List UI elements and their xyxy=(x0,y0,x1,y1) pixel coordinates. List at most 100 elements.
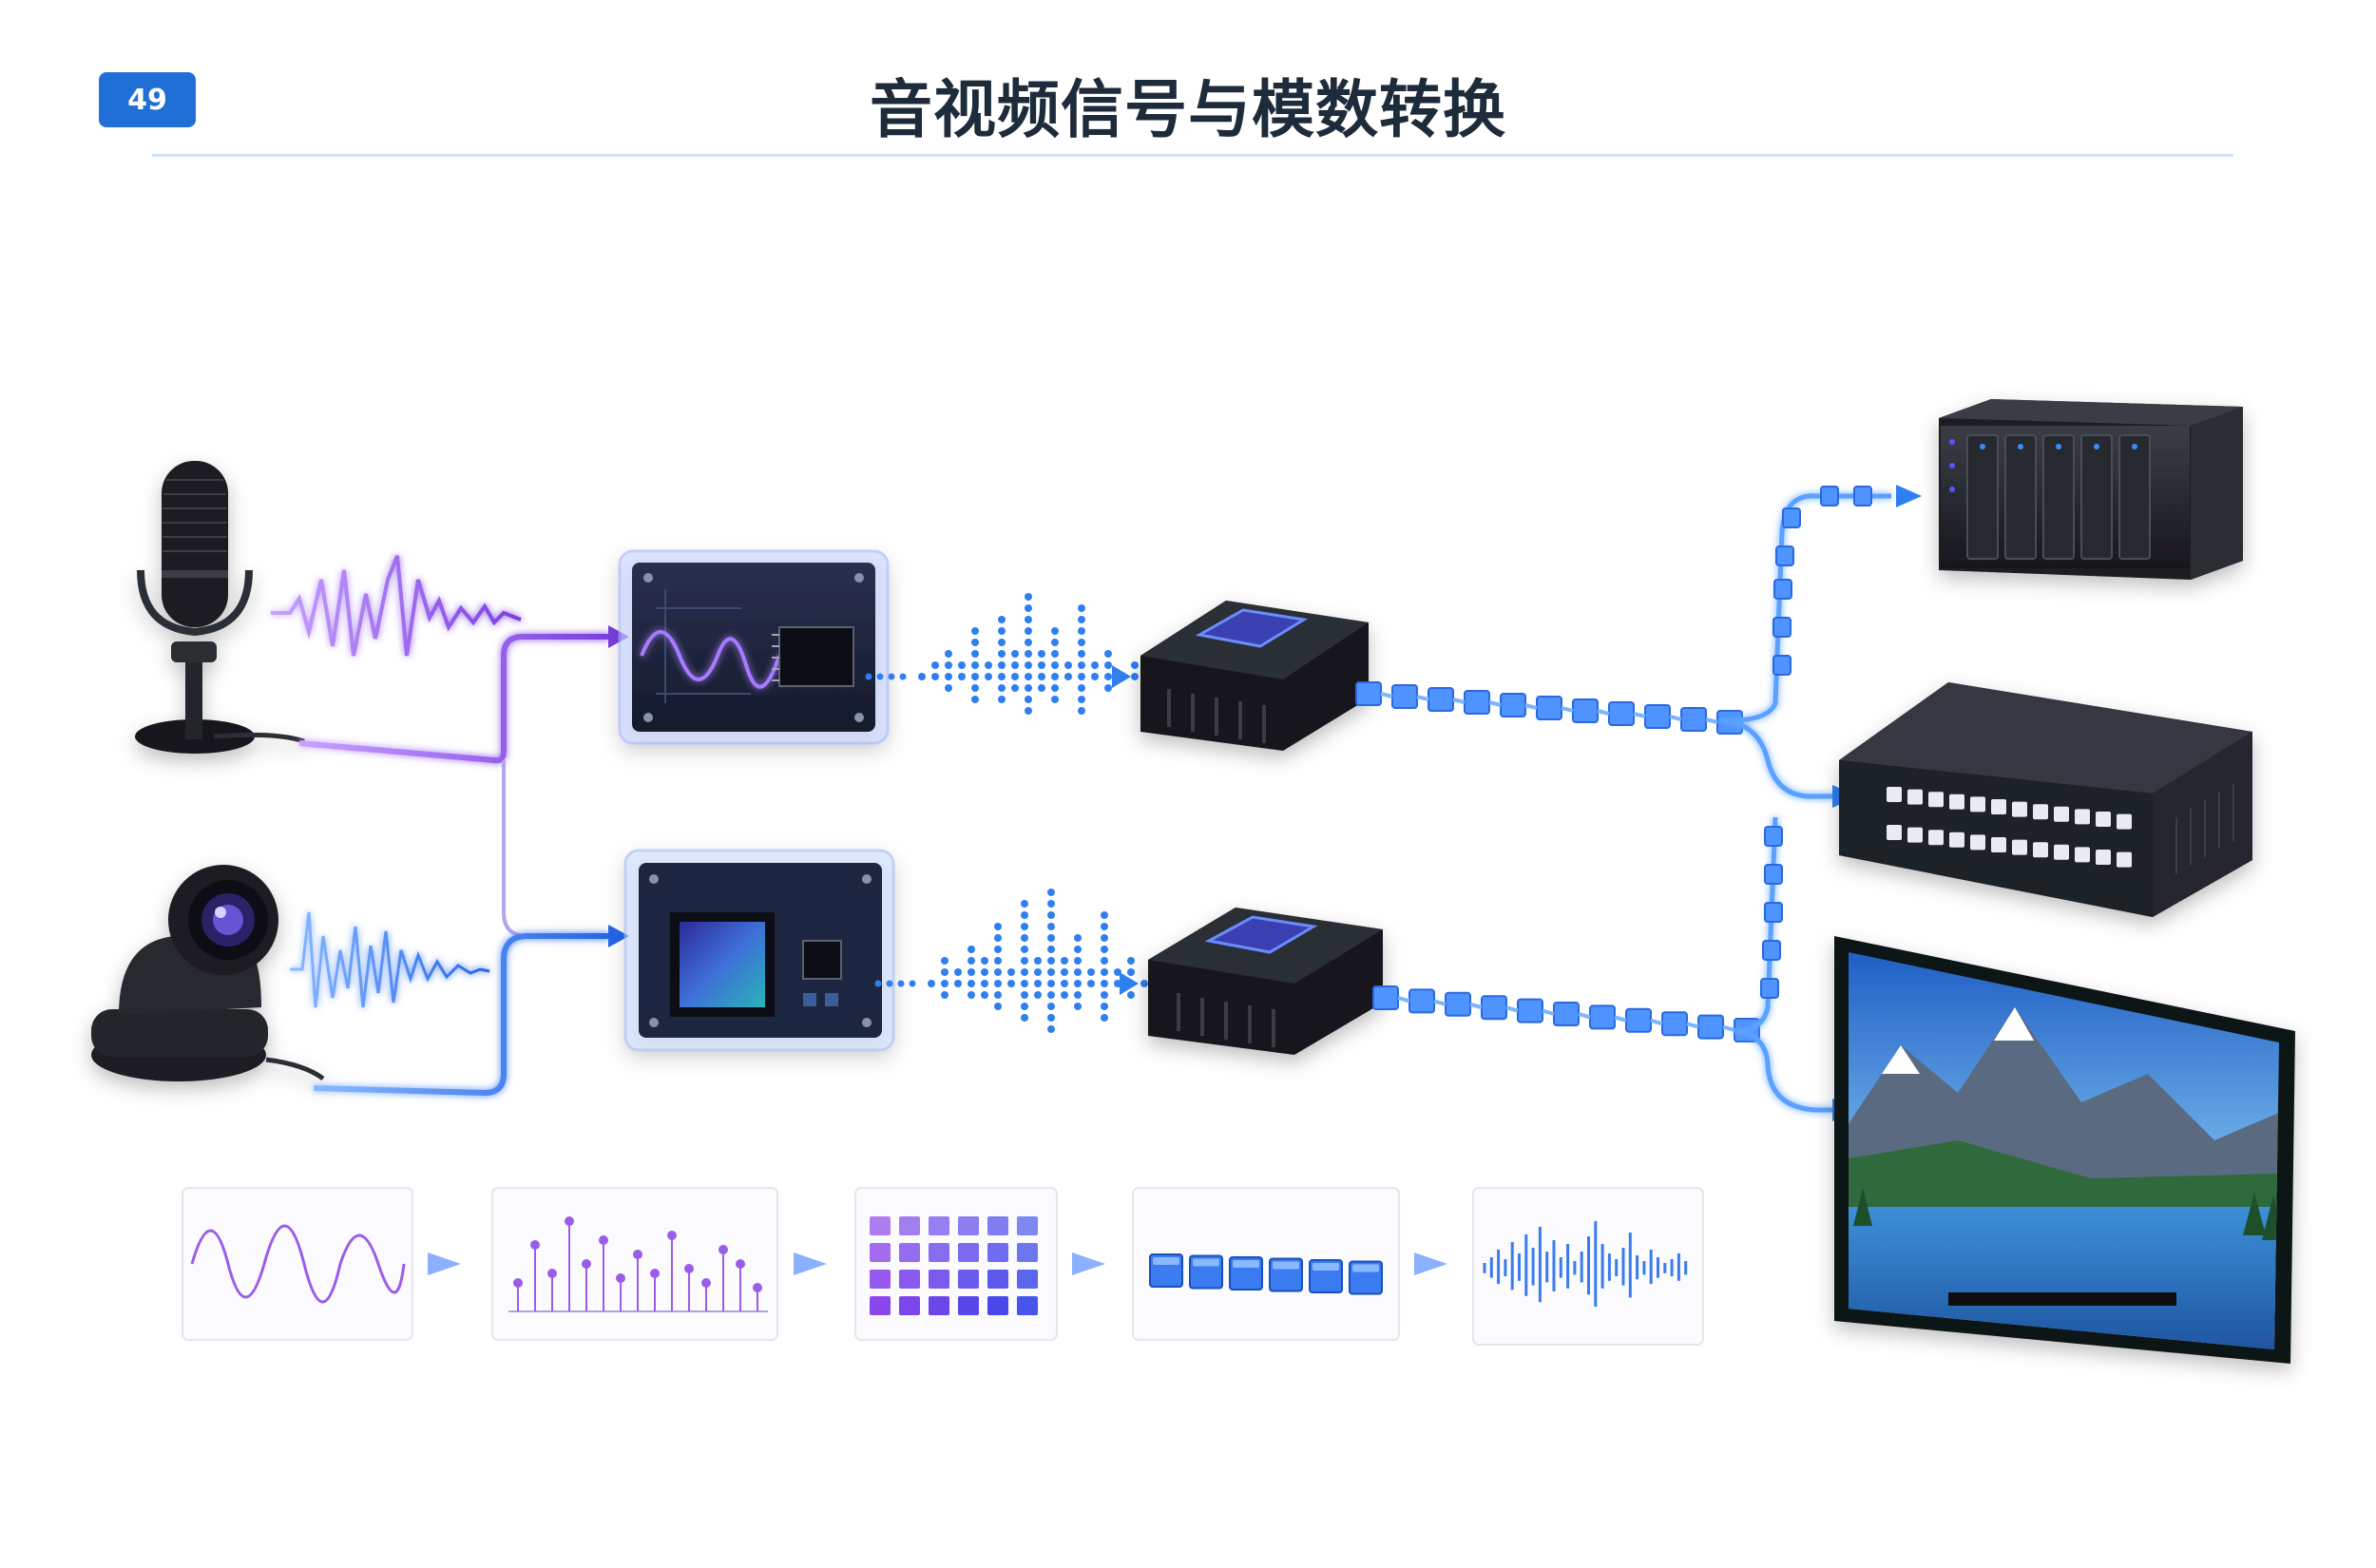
switcher-button xyxy=(2012,801,2027,817)
sample-dot xyxy=(888,673,895,680)
sample-dot xyxy=(1011,673,1019,680)
packet-link xyxy=(1433,999,1447,1006)
sample-dot xyxy=(1078,650,1085,658)
packet-link xyxy=(1416,695,1429,701)
sample-dot xyxy=(1047,889,1055,896)
audio-sampled-signal xyxy=(865,593,1152,715)
page-number-badge: 49 xyxy=(99,72,196,127)
sample-point xyxy=(599,1235,608,1245)
sample-dot xyxy=(1078,673,1085,680)
quantized-cell xyxy=(987,1243,1008,1262)
sample-dot xyxy=(971,661,979,669)
quantized-cell xyxy=(870,1270,891,1289)
switcher-button xyxy=(1991,837,2006,852)
sample-point xyxy=(701,1278,711,1288)
sample-dot xyxy=(1104,650,1112,658)
sample-dot xyxy=(994,946,1002,953)
sample-dot xyxy=(981,968,988,976)
sample-dot xyxy=(1021,900,1028,908)
sample-dot xyxy=(1025,673,1032,680)
data-packet xyxy=(1481,995,1507,1021)
sample-dot xyxy=(1131,661,1139,669)
block-highlight xyxy=(1153,1257,1179,1265)
sample-dot xyxy=(1047,957,1055,965)
switcher-button xyxy=(2075,809,2090,825)
sample-dot xyxy=(1025,593,1032,601)
sample-point xyxy=(667,1231,677,1240)
sample-dot xyxy=(1101,1003,1108,1010)
data-packet xyxy=(1697,1014,1724,1040)
sample-dot xyxy=(1047,900,1055,908)
sample-dot xyxy=(971,639,979,646)
sample-dot xyxy=(1104,673,1112,680)
route-packet xyxy=(1772,655,1792,676)
quantized-cell xyxy=(870,1216,891,1235)
digital-signal-step xyxy=(1472,1187,1704,1346)
sample-point xyxy=(513,1278,523,1288)
sample-dot xyxy=(1064,673,1072,680)
packet-link xyxy=(1722,1024,1735,1032)
sample-point xyxy=(582,1259,591,1269)
sample-dot xyxy=(968,991,975,999)
quantized-cell xyxy=(958,1270,979,1289)
sample-point xyxy=(650,1269,660,1278)
switcher-button xyxy=(1970,834,1985,851)
route-packet xyxy=(1764,902,1783,923)
title-divider xyxy=(152,154,2233,157)
data-packet xyxy=(1445,991,1471,1017)
sample-dot xyxy=(985,673,992,680)
sample-dot xyxy=(1051,627,1059,635)
sample-dot xyxy=(1074,968,1082,976)
data-packet xyxy=(1408,988,1435,1014)
sample-dot xyxy=(918,673,926,680)
microphone-icon xyxy=(135,461,305,754)
sample-dot xyxy=(1051,673,1059,680)
data-packet xyxy=(1428,687,1454,712)
sample-dot xyxy=(1021,946,1028,953)
packet-link xyxy=(1633,712,1646,718)
quantized-cell xyxy=(899,1216,920,1235)
sample-dot xyxy=(1011,684,1019,692)
sample-dot xyxy=(1021,1003,1028,1010)
sample-dot xyxy=(971,627,979,635)
sample-dot xyxy=(1078,661,1085,669)
quantized-cell xyxy=(929,1270,949,1289)
route-packet xyxy=(1760,978,1779,999)
quantized-cell xyxy=(1017,1270,1038,1289)
data-packet xyxy=(1372,985,1399,1010)
sample-dot xyxy=(1011,661,1019,669)
step-arrow xyxy=(1414,1252,1447,1275)
data-packet xyxy=(1572,698,1599,723)
sample-dot xyxy=(1104,684,1112,692)
route-packet xyxy=(1782,507,1801,528)
sample-dot xyxy=(954,980,962,987)
sample-dot xyxy=(1078,707,1085,715)
quantized-cell xyxy=(1017,1243,1038,1262)
sample-dot xyxy=(1061,957,1068,965)
image-sensor-board xyxy=(623,849,895,1052)
sample-dot xyxy=(1021,991,1028,999)
route-packets xyxy=(1760,486,1872,999)
sample-dot xyxy=(1061,968,1068,976)
sample-dot xyxy=(876,673,884,680)
sample-dot xyxy=(1087,968,1095,976)
packet-link xyxy=(1469,1002,1483,1010)
sample-dot xyxy=(1087,980,1095,987)
sample-point xyxy=(736,1259,745,1269)
sample-dot xyxy=(998,696,1006,703)
video-digital-wave xyxy=(1428,861,1718,967)
sample-dot xyxy=(1025,639,1032,646)
sample-dot xyxy=(1047,923,1055,930)
sample-dot xyxy=(899,673,907,680)
sample-dot xyxy=(1047,934,1055,942)
packet-link xyxy=(1397,996,1410,1004)
route-packet xyxy=(1775,545,1794,566)
packet-link xyxy=(1614,1015,1627,1023)
sample-dot xyxy=(1021,1014,1028,1022)
data-packet xyxy=(1589,1004,1616,1030)
sample-dot xyxy=(1101,911,1108,919)
route-packet xyxy=(1853,486,1872,507)
sample-dot xyxy=(994,980,1002,987)
quantized-cell xyxy=(899,1296,920,1315)
sample-dot xyxy=(1101,957,1108,965)
